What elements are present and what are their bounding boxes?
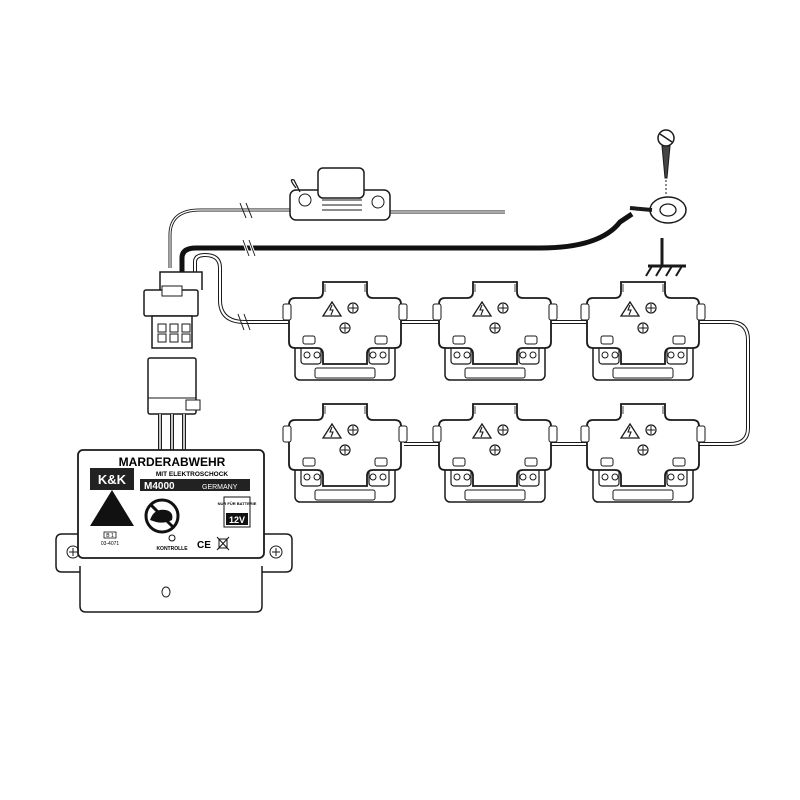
- code-2: 03-4071: [101, 541, 120, 547]
- unit-title: MARDERABWEHR: [119, 455, 226, 469]
- plug-connector: [143, 271, 203, 349]
- electrode-plate: [282, 403, 408, 503]
- brand-logo: [90, 468, 134, 490]
- indicator-led: [168, 534, 176, 542]
- electrode-plate: [432, 281, 558, 381]
- socket-connector: [147, 357, 201, 452]
- no-marten-icon: [144, 498, 180, 534]
- plate-cable: [193, 252, 750, 446]
- logo-text: K&K: [98, 472, 127, 487]
- electrode-plate: [580, 281, 706, 381]
- electrode-plate: [282, 281, 408, 381]
- code-1: B 1: [106, 533, 114, 539]
- screw-icon: [657, 129, 675, 194]
- weee-bin-icon: [216, 536, 230, 551]
- indicator-label: KONTROLLE: [156, 546, 188, 552]
- model-strip: [140, 479, 250, 491]
- voltage-label: 12V: [229, 515, 245, 525]
- fuse-holder: [168, 167, 505, 268]
- battery-label: NUR FÜR BATTERIE: [218, 501, 257, 506]
- electrode-plate: [580, 403, 706, 503]
- origin-label: GERMANY: [202, 484, 238, 491]
- ce-mark: CE: [197, 540, 211, 551]
- electrode-plate: [432, 403, 558, 503]
- unit-subtitle: MIT ELEKTROSCHOCK: [156, 471, 229, 478]
- ground-cable: [179, 196, 687, 272]
- warning-triangle-icon: [90, 490, 134, 526]
- model-label: M4000: [144, 481, 175, 492]
- control-unit: MARDERABWEHR MIT ELEKTROSCHOCK K&K M4000…: [55, 449, 293, 613]
- ground-symbol-icon: [645, 238, 686, 277]
